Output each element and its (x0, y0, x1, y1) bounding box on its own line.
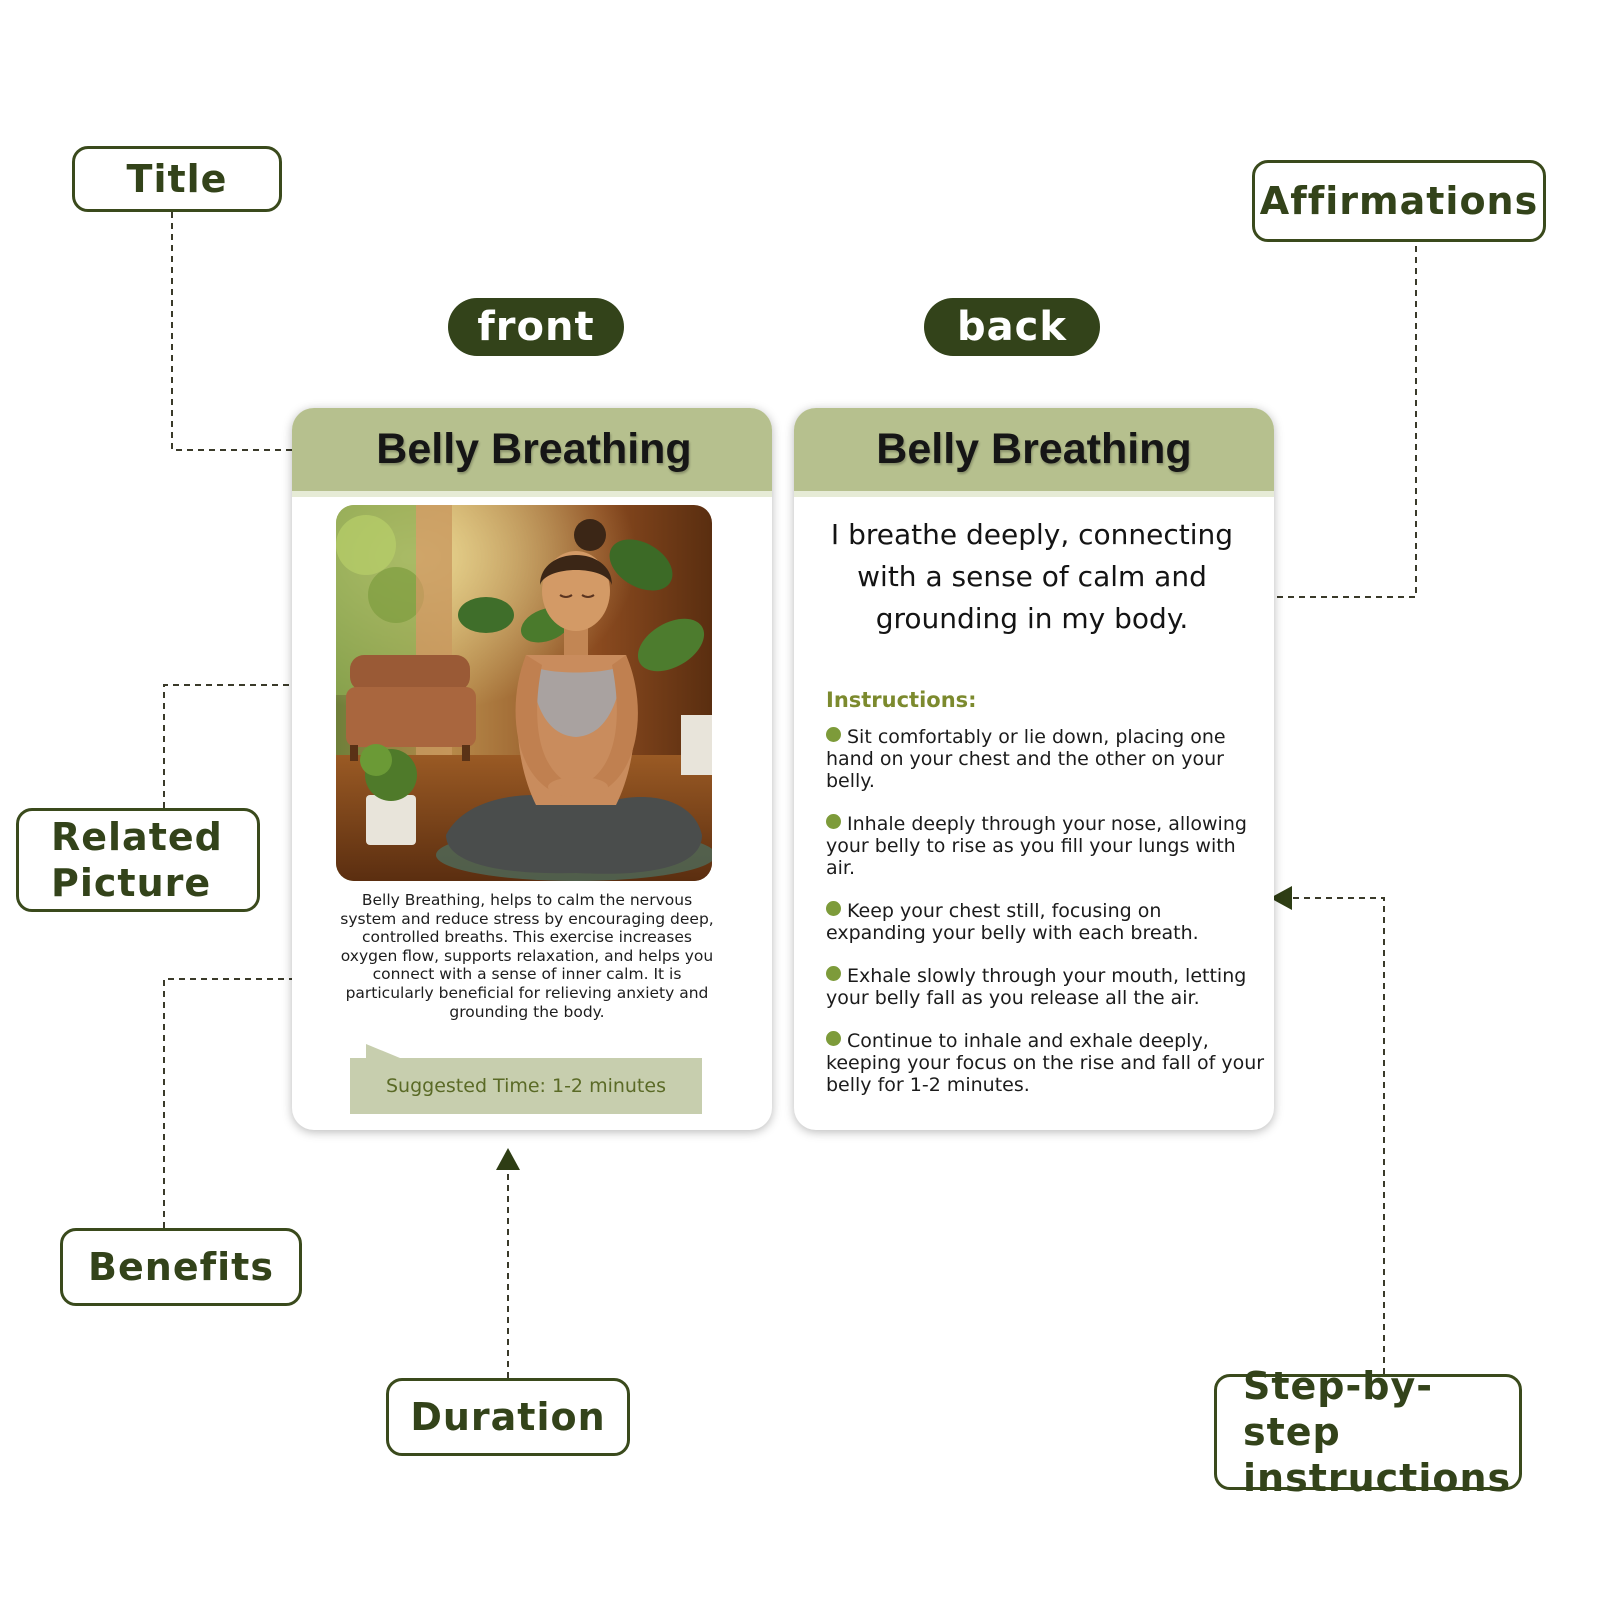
instruction-steps: Sit comfortably or lie down, placing one… (826, 726, 1266, 1117)
suggested-time-text: Suggested Time: 1-2 minutes (386, 1075, 666, 1097)
back-pill: back (924, 298, 1100, 356)
meditation-photo (336, 505, 712, 881)
label-related-picture: Related Picture (16, 808, 260, 912)
instruction-step: Continue to inhale and exhale deeply, ke… (826, 1030, 1266, 1096)
label-step-by-step-text: Step-by-step instructions (1243, 1364, 1512, 1500)
instruction-step-text: Sit comfortably or lie down, placing one… (826, 726, 1226, 792)
label-title-text: Title (126, 157, 228, 201)
bullet-dot-icon (826, 901, 841, 916)
front-pill-text: front (477, 304, 595, 350)
instruction-step-text: Keep your chest still, focusing on expan… (826, 900, 1199, 944)
time-tab-notch (366, 1044, 400, 1058)
back-card-header: Belly Breathing (794, 408, 1274, 497)
front-pill: front (448, 298, 624, 356)
label-duration-text: Duration (410, 1395, 606, 1439)
instruction-step: Keep your chest still, focusing on expan… (826, 900, 1266, 944)
front-card-header: Belly Breathing (292, 408, 772, 497)
label-affirmations-text: Affirmations (1259, 179, 1539, 223)
benefits-text: Belly Breathing, helps to calm the nervo… (340, 891, 714, 1021)
instruction-step-text: Continue to inhale and exhale deeply, ke… (826, 1030, 1265, 1096)
label-benefits-text: Benefits (88, 1245, 274, 1289)
instruction-step: Exhale slowly through your mouth, lettin… (826, 965, 1266, 1009)
back-card-title: Belly Breathing (876, 425, 1192, 473)
arrowhead-steps (1270, 886, 1292, 910)
front-card: Belly Breathing (292, 408, 772, 1130)
label-duration: Duration (386, 1378, 630, 1456)
instructions-heading: Instructions: (826, 688, 977, 712)
affirmation-text: I breathe deeply, connecting with a sens… (830, 518, 1234, 635)
instruction-step: Sit comfortably or lie down, placing one… (826, 726, 1266, 792)
label-benefits: Benefits (60, 1228, 302, 1306)
bullet-dot-icon (826, 1031, 841, 1046)
meditation-illustration (336, 505, 712, 881)
label-step-by-step: Step-by-step instructions (1214, 1364, 1522, 1500)
front-card-title: Belly Breathing (376, 425, 692, 473)
back-pill-text: back (957, 304, 1067, 350)
back-card: Belly Breathing I breathe deeply, connec… (794, 408, 1274, 1130)
instruction-step-text: Exhale slowly through your mouth, lettin… (826, 965, 1247, 1009)
instruction-step: Inhale deeply through your nose, allowin… (826, 813, 1266, 879)
label-related-picture-text: Related Picture (51, 815, 223, 905)
bullet-dot-icon (826, 727, 841, 742)
bullet-dot-icon (826, 814, 841, 829)
suggested-time-tab: Suggested Time: 1-2 minutes (350, 1058, 702, 1114)
bullet-dot-icon (826, 966, 841, 981)
label-title: Title (72, 146, 282, 212)
instruction-step-text: Inhale deeply through your nose, allowin… (826, 813, 1247, 879)
arrowhead-duration (496, 1148, 520, 1170)
label-affirmations: Affirmations (1252, 160, 1546, 242)
